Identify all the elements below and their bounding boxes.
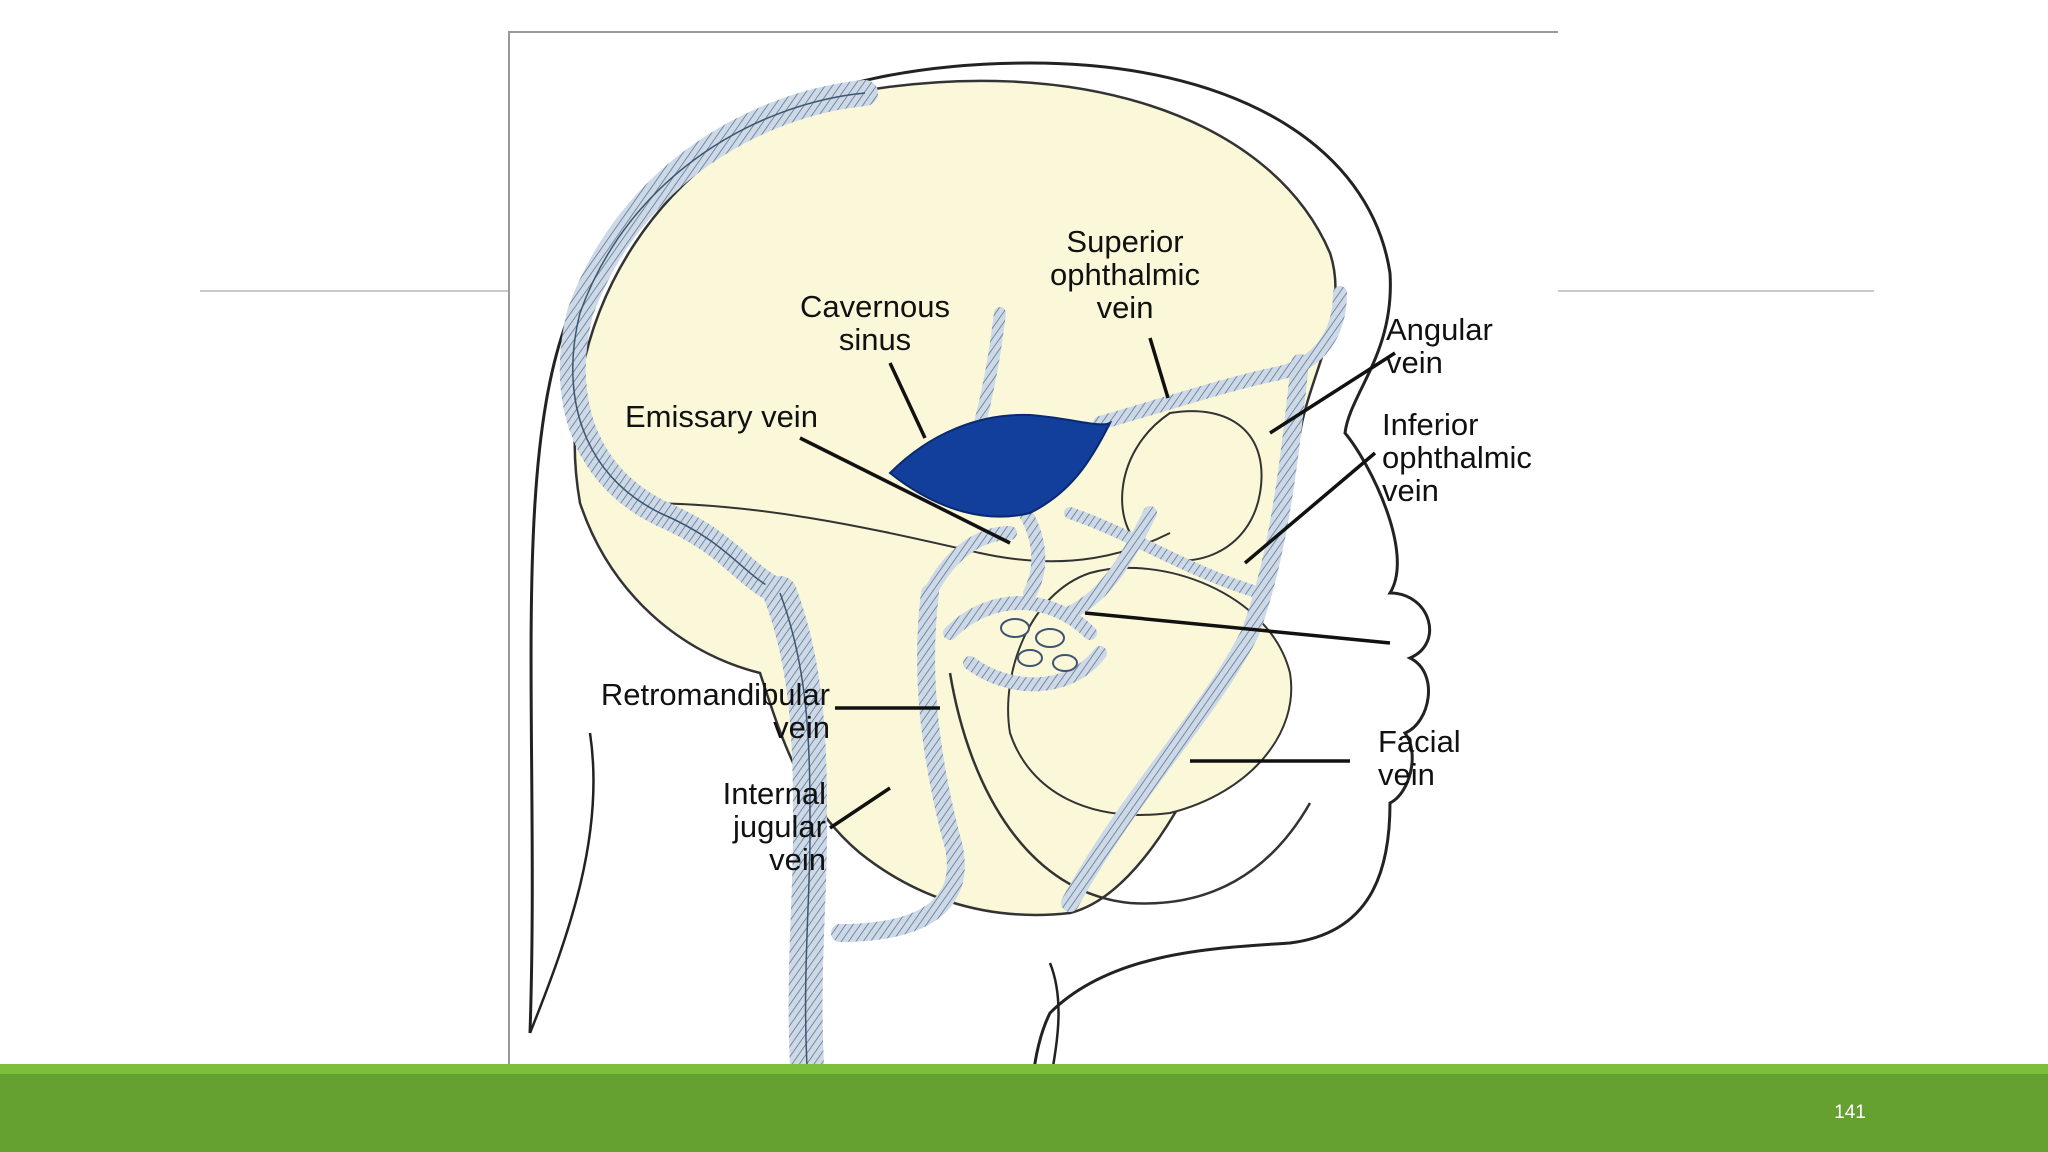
plexus-rings	[1000, 618, 1078, 672]
title-divider-left	[200, 290, 510, 292]
emissary-stub	[974, 307, 1006, 429]
label-inferior-ophthalmic-vein: Inferior ophthalmic vein	[1382, 407, 1532, 508]
head-illustration	[528, 61, 1432, 1139]
orbit	[1121, 410, 1263, 562]
label-retromandibular-vein: Retromandibular vein	[600, 677, 830, 745]
label-superior-ophthalmic-vein: Superior ophthalmic vein	[1050, 224, 1200, 325]
label-emissary-vein: Emissary vein	[625, 399, 818, 434]
facial-vein-shape	[1061, 354, 1309, 912]
slide-number: 141	[1834, 1102, 1866, 1123]
footer-bar	[0, 1064, 2048, 1152]
leader-lines	[799, 337, 1396, 830]
label-angular-vein: Angular vein	[1386, 312, 1493, 380]
label-cavernous-sinus: Cavernous sinus	[800, 289, 950, 357]
mandible	[948, 672, 1312, 905]
neck-back	[528, 732, 595, 1034]
head-veins-diagram: Superior ophthalmic vein Cavernous sinus…	[508, 31, 1558, 1139]
retromandibular-vein-shape	[831, 584, 965, 942]
label-internal-jugular-vein: Internal jugular vein	[722, 776, 826, 877]
superior-ophthalmic-vein-shape	[1093, 286, 1347, 430]
footer-stripe	[0, 1064, 2048, 1074]
cavernous-sinus-shape	[888, 413, 1113, 518]
title-divider-right	[1556, 290, 1874, 292]
label-facial-vein: Facial vein	[1378, 724, 1461, 792]
inferior-ophthalmic-vein-shape	[1064, 507, 1266, 599]
